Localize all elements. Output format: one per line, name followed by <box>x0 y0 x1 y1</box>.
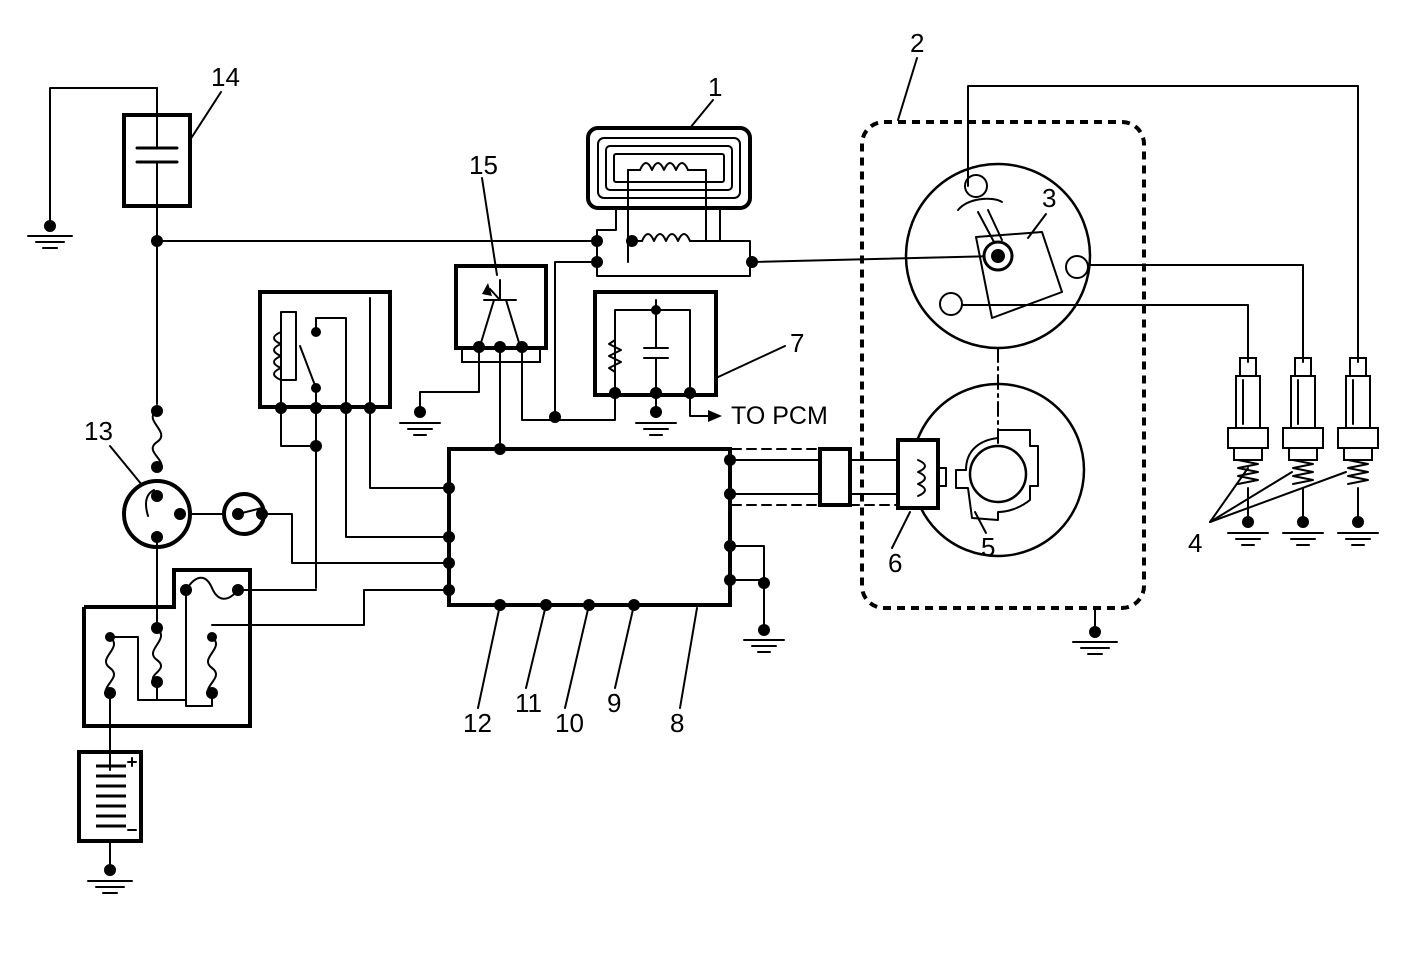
callout-8: 8 <box>670 708 684 738</box>
condenser-14 <box>27 87 192 249</box>
callout-10: 10 <box>555 708 584 738</box>
ignition-transistor-15 <box>399 264 556 455</box>
spark-plug-2 <box>1282 357 1324 546</box>
callout-5: 5 <box>981 532 995 562</box>
battery <box>77 750 143 894</box>
coil-to-distributor-wire <box>751 255 999 263</box>
main-relay <box>258 290 392 589</box>
to-pcm-label: TO PCM <box>731 402 828 430</box>
callout-12: 12 <box>463 708 492 738</box>
ecm-8 <box>211 407 785 653</box>
callout-15: 15 <box>469 150 498 180</box>
spark-plug-leads <box>961 85 1359 363</box>
fuse-block <box>82 568 317 771</box>
ignition-coil-1 <box>586 126 758 277</box>
callout-6: 6 <box>888 548 902 578</box>
spark-plug-3 <box>1337 357 1379 546</box>
spark-plug-1 <box>1227 357 1269 546</box>
callout-1: 1 <box>708 72 722 102</box>
callout-13: 13 <box>84 416 113 446</box>
callout-11: 11 <box>515 688 542 718</box>
callout-9: 9 <box>607 688 621 718</box>
callout-3: 3 <box>1042 183 1056 213</box>
crank-sensor-cable <box>729 447 919 507</box>
leader-lines <box>109 57 1347 709</box>
noise-filter-7 <box>554 290 722 436</box>
ignition-feed-wire <box>151 235 598 473</box>
callout-4: 4 <box>1188 528 1202 558</box>
ignition-switch-13 <box>122 479 268 629</box>
callout-14: 14 <box>211 62 240 92</box>
callout-2: 2 <box>910 28 924 58</box>
distributor-2 <box>860 120 1146 655</box>
callout-7: 7 <box>790 328 804 358</box>
